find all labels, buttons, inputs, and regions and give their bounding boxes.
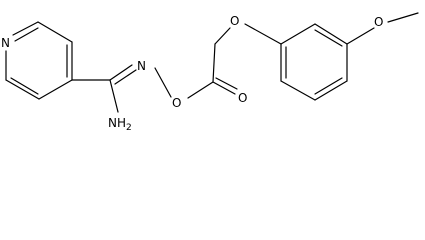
atom-label-ester-o: O xyxy=(172,96,181,110)
bond xyxy=(109,79,119,113)
bond xyxy=(214,27,231,45)
bond xyxy=(314,29,343,47)
methoxyphenyl-ring xyxy=(280,23,348,101)
bond xyxy=(212,43,216,83)
bond xyxy=(314,77,343,95)
amine-text: NH xyxy=(108,116,126,130)
bond xyxy=(114,69,137,85)
atom-label-amine: NH2 xyxy=(108,116,132,133)
bond xyxy=(10,77,39,95)
bond xyxy=(37,21,73,43)
amine-subscript: 2 xyxy=(126,123,132,133)
bond xyxy=(244,23,282,45)
bond xyxy=(187,81,214,99)
bond xyxy=(215,77,238,90)
bond xyxy=(109,64,133,81)
atom-label-methoxy-o: O xyxy=(374,15,383,29)
atom-label-carbonyl-o: O xyxy=(238,91,247,105)
atom-label-ether-o: O xyxy=(230,14,239,28)
pyridine-ring xyxy=(5,21,73,100)
amidoxime-chain xyxy=(71,23,282,113)
atom-label-pyridine-n: N xyxy=(1,36,10,50)
bond xyxy=(280,80,316,101)
bond xyxy=(280,23,316,45)
bond xyxy=(387,12,419,23)
bond xyxy=(346,27,375,45)
bond xyxy=(12,21,39,36)
methoxy-group xyxy=(346,12,419,45)
bond xyxy=(5,79,40,100)
bond xyxy=(38,79,73,100)
molecule-structure: N N O O O O NH2 xyxy=(1,12,419,133)
bond xyxy=(212,81,236,95)
bond xyxy=(154,67,172,98)
bond xyxy=(14,27,39,42)
atom-label-imine-n: N xyxy=(137,59,146,73)
bond xyxy=(314,80,348,101)
bond xyxy=(314,23,348,45)
